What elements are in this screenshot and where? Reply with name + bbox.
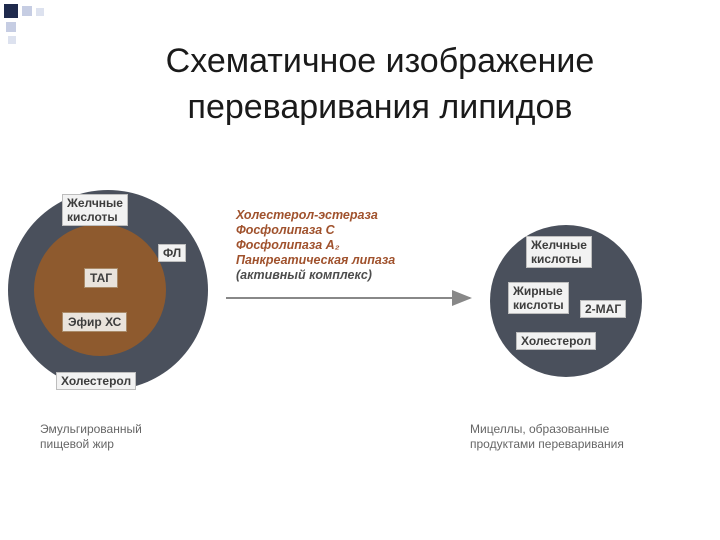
title-line-2: переваривания липидов xyxy=(187,88,573,126)
enzyme-cholesterol-esterase: Холестерол-эстераза xyxy=(236,208,378,222)
enzyme-phospholipase-a2: Фосфолипаза А₂ xyxy=(236,238,340,252)
micelles-caption: Мицеллы, образованные продуктами перевар… xyxy=(470,422,624,452)
enzyme-phospholipase-c: Фосфолипаза С xyxy=(236,223,335,237)
micelle-fatty-acids-line1: Жирные xyxy=(513,284,563,298)
micelles-caption-line2: продуктами переваривания xyxy=(470,437,624,451)
corner-square-light xyxy=(6,22,16,32)
bile-acids-label-line2: кислоты xyxy=(67,210,118,224)
micelle-mag-label: 2-МАГ xyxy=(580,300,627,318)
corner-square-light xyxy=(8,36,16,44)
micelle-fatty-acids-label: Жирные кислоты xyxy=(508,282,569,314)
corner-decoration xyxy=(0,0,50,50)
slide-title: Схематичное изображение переваривания ли… xyxy=(60,38,700,130)
micelle-bile-acids-line1: Желчные xyxy=(531,238,587,252)
bile-acids-label-line1: Желчные xyxy=(67,196,123,210)
title-line-1: Схематичное изображение xyxy=(165,42,595,80)
cholesterol-ester-label: Эфир ХС xyxy=(62,312,128,332)
tag-label: ТАГ xyxy=(84,268,119,288)
micelle-bile-acids-line2: кислоты xyxy=(531,252,582,266)
enzyme-list: Холестерол-эстераза Фосфолипаза С Фосфол… xyxy=(236,208,395,283)
micelle-fatty-acids-line2: кислоты xyxy=(513,298,564,312)
emulsified-droplet-core xyxy=(34,224,166,356)
emulsified-caption-line1: Эмульгированный xyxy=(40,422,142,436)
corner-square-dark xyxy=(4,4,18,18)
micelles-caption-line1: Мицеллы, образованные xyxy=(470,422,610,436)
enzyme-active-complex: (активный комплекс) xyxy=(236,268,372,282)
emulsified-caption-line2: пищевой жир xyxy=(40,437,114,451)
emulsified-fat-caption: Эмульгированный пищевой жир xyxy=(40,422,142,452)
micelle-cholesterol-label: Холестерол xyxy=(516,332,597,350)
micelle-bile-acids-label: Желчные кислоты xyxy=(526,236,592,268)
corner-square-light xyxy=(36,8,44,16)
bile-acids-label: Желчные кислоты xyxy=(62,194,128,226)
corner-square-light xyxy=(22,6,32,16)
cholesterol-label-left: Холестерол xyxy=(56,372,137,390)
phospholipid-label: ФЛ xyxy=(158,244,187,262)
enzyme-pancreatic-lipase: Панкреатическая липаза xyxy=(236,253,396,267)
